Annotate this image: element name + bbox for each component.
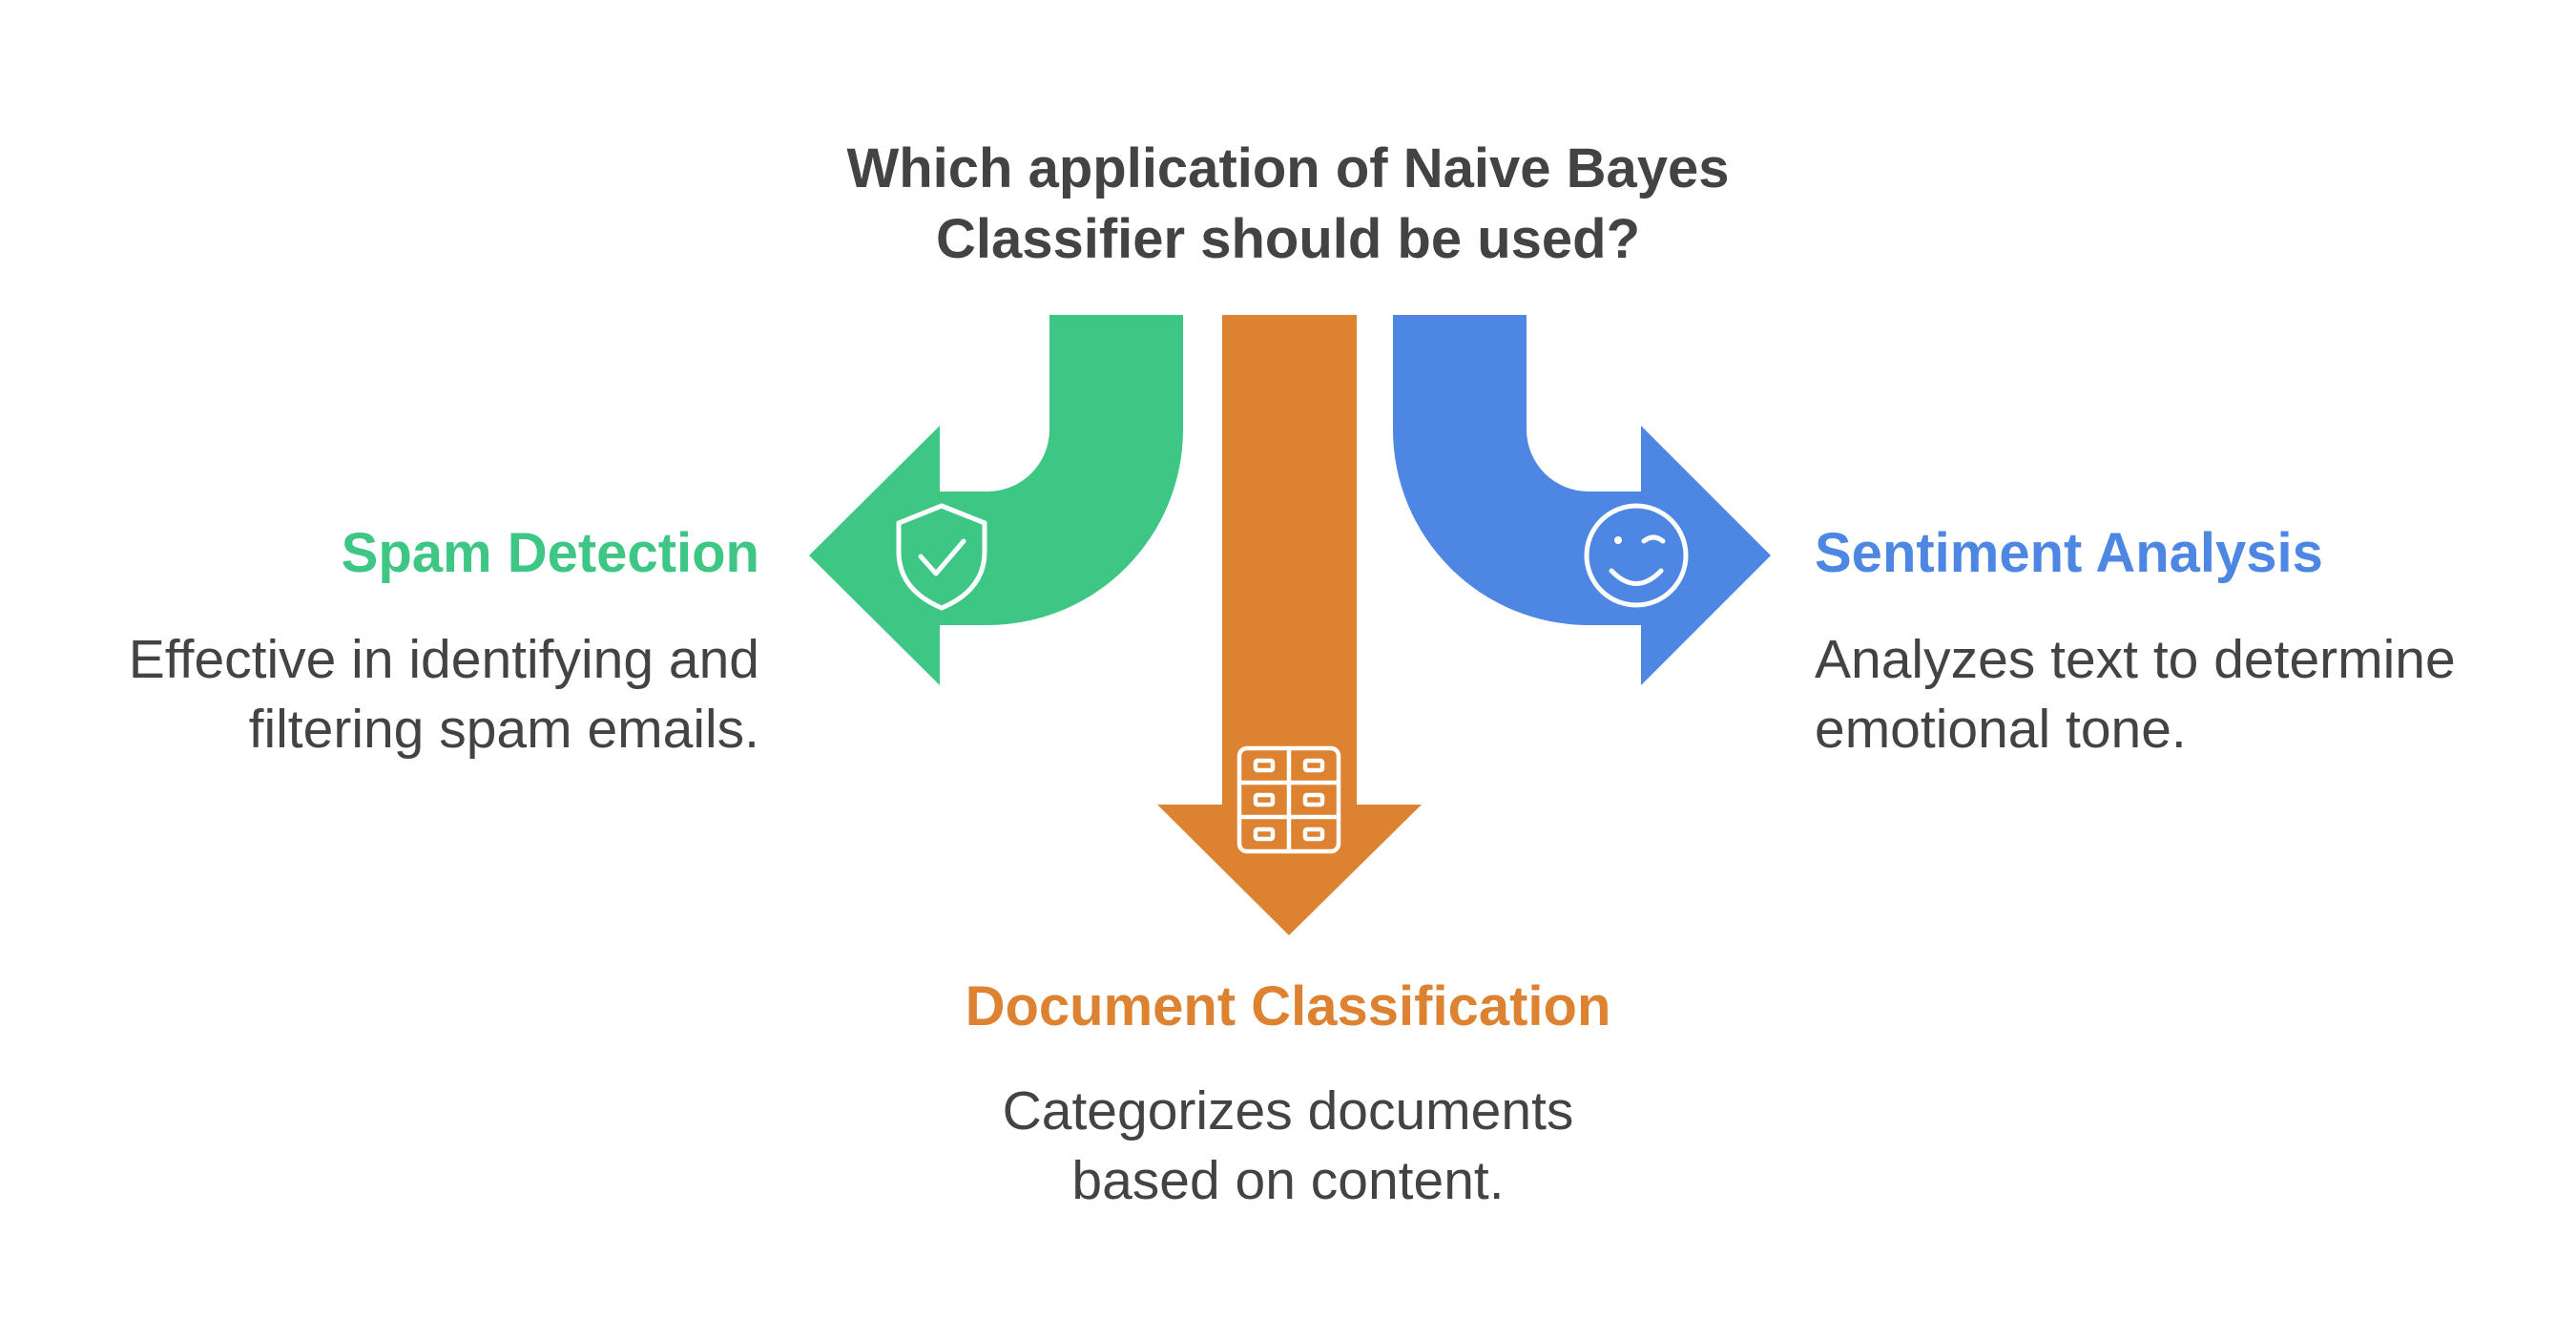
question-line-1: Which application of Naive Bayes <box>846 137 1730 199</box>
sentiment-desc-line-1: Analyzes text to determine <box>1815 629 2456 690</box>
shield-check-icon <box>896 503 987 611</box>
filing-cabinet-icon <box>1236 745 1341 854</box>
diagram-question: Which application of Naive Bayes Classif… <box>716 134 1860 275</box>
sentiment-analysis-arrow <box>1393 315 1771 685</box>
sentiment-analysis-title: Sentiment Analysis <box>1815 522 2323 584</box>
spam-detection-title: Spam Detection <box>341 522 759 584</box>
question-line-2: Classifier should be used? <box>935 208 1641 270</box>
document-desc-line-1: Categorizes documents <box>1002 1080 1574 1141</box>
spam-detection-description: Effective in identifying and filtering s… <box>0 625 759 764</box>
sentiment-analysis-description: Analyzes text to determine emotional ton… <box>1815 625 2559 764</box>
spam-detection-arrow <box>809 315 1183 685</box>
document-classification-description: Categorizes documents based on content. <box>906 1077 1670 1216</box>
sentiment-desc-line-2: emotional tone. <box>1815 699 2187 760</box>
spam-desc-line-2: filtering spam emails. <box>248 699 759 760</box>
winking-face-icon <box>1584 503 1689 608</box>
document-classification-arrow <box>1157 315 1422 935</box>
document-desc-line-2: based on content. <box>1071 1150 1505 1211</box>
document-classification-title: Document Classification <box>965 975 1611 1037</box>
spam-desc-line-1: Effective in identifying and <box>128 629 759 690</box>
